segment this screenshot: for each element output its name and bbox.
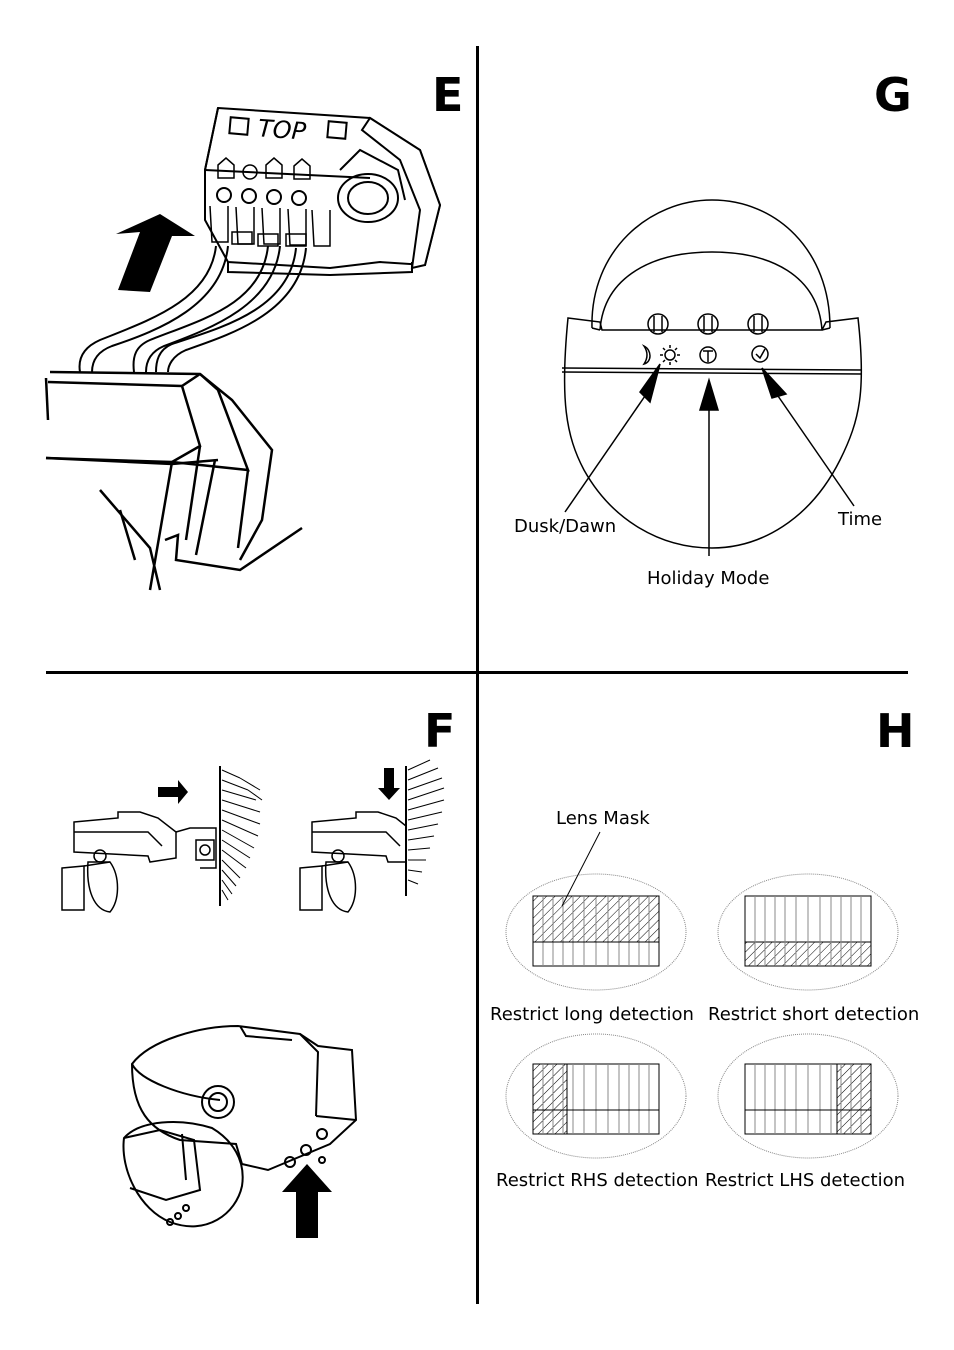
caption-restrict-short: Restrict short detection: [708, 1004, 920, 1025]
time-pointer: [761, 367, 788, 399]
sensor-large: [122, 1024, 358, 1228]
sun-icon: [660, 345, 680, 365]
terminal-symbols: [217, 157, 311, 180]
wall-left: [219, 766, 263, 906]
dials: [647, 313, 769, 335]
lens-short: [717, 873, 899, 991]
caption-restrict-rhs: Restrict RHS detection: [496, 1170, 699, 1191]
clock-icon: [751, 345, 769, 363]
panel-letter-g: G: [874, 68, 912, 122]
sensor-unit-left: [61, 811, 217, 913]
housing: [44, 370, 303, 591]
time-label: Time: [838, 509, 883, 530]
panel-letter-e: E: [432, 68, 464, 122]
terminal-block: [204, 106, 442, 277]
lens-long: [505, 873, 687, 991]
lens-lhs: [717, 1033, 899, 1159]
panel-letter-h: H: [876, 704, 915, 758]
caption-restrict-long: Restrict long detection: [490, 1004, 694, 1025]
up-arrow: [116, 214, 195, 292]
caption-restrict-lhs: Restrict LHS detection: [705, 1170, 906, 1191]
lens-rhs: [505, 1033, 687, 1159]
panel-letter-f: F: [424, 704, 456, 758]
horizontal-divider: [46, 671, 908, 674]
sensor-unit-right: [299, 811, 407, 913]
vertical-divider: [476, 46, 479, 1304]
sensor-body: [563, 317, 863, 549]
moon-icon: [641, 344, 651, 366]
up-arrow-large: [282, 1164, 332, 1238]
right-arrow: [158, 780, 188, 804]
holiday-mode-label: Holiday Mode: [647, 568, 770, 589]
sensor-hood: [591, 199, 831, 329]
lens-mask-label: Lens Mask: [556, 808, 650, 829]
down-arrow: [378, 768, 400, 800]
dusk-dawn-label: Dusk/Dawn: [514, 516, 617, 537]
wires: [78, 245, 307, 373]
lens-mask-pointer: [561, 831, 601, 907]
holiday-icon: [699, 346, 717, 364]
